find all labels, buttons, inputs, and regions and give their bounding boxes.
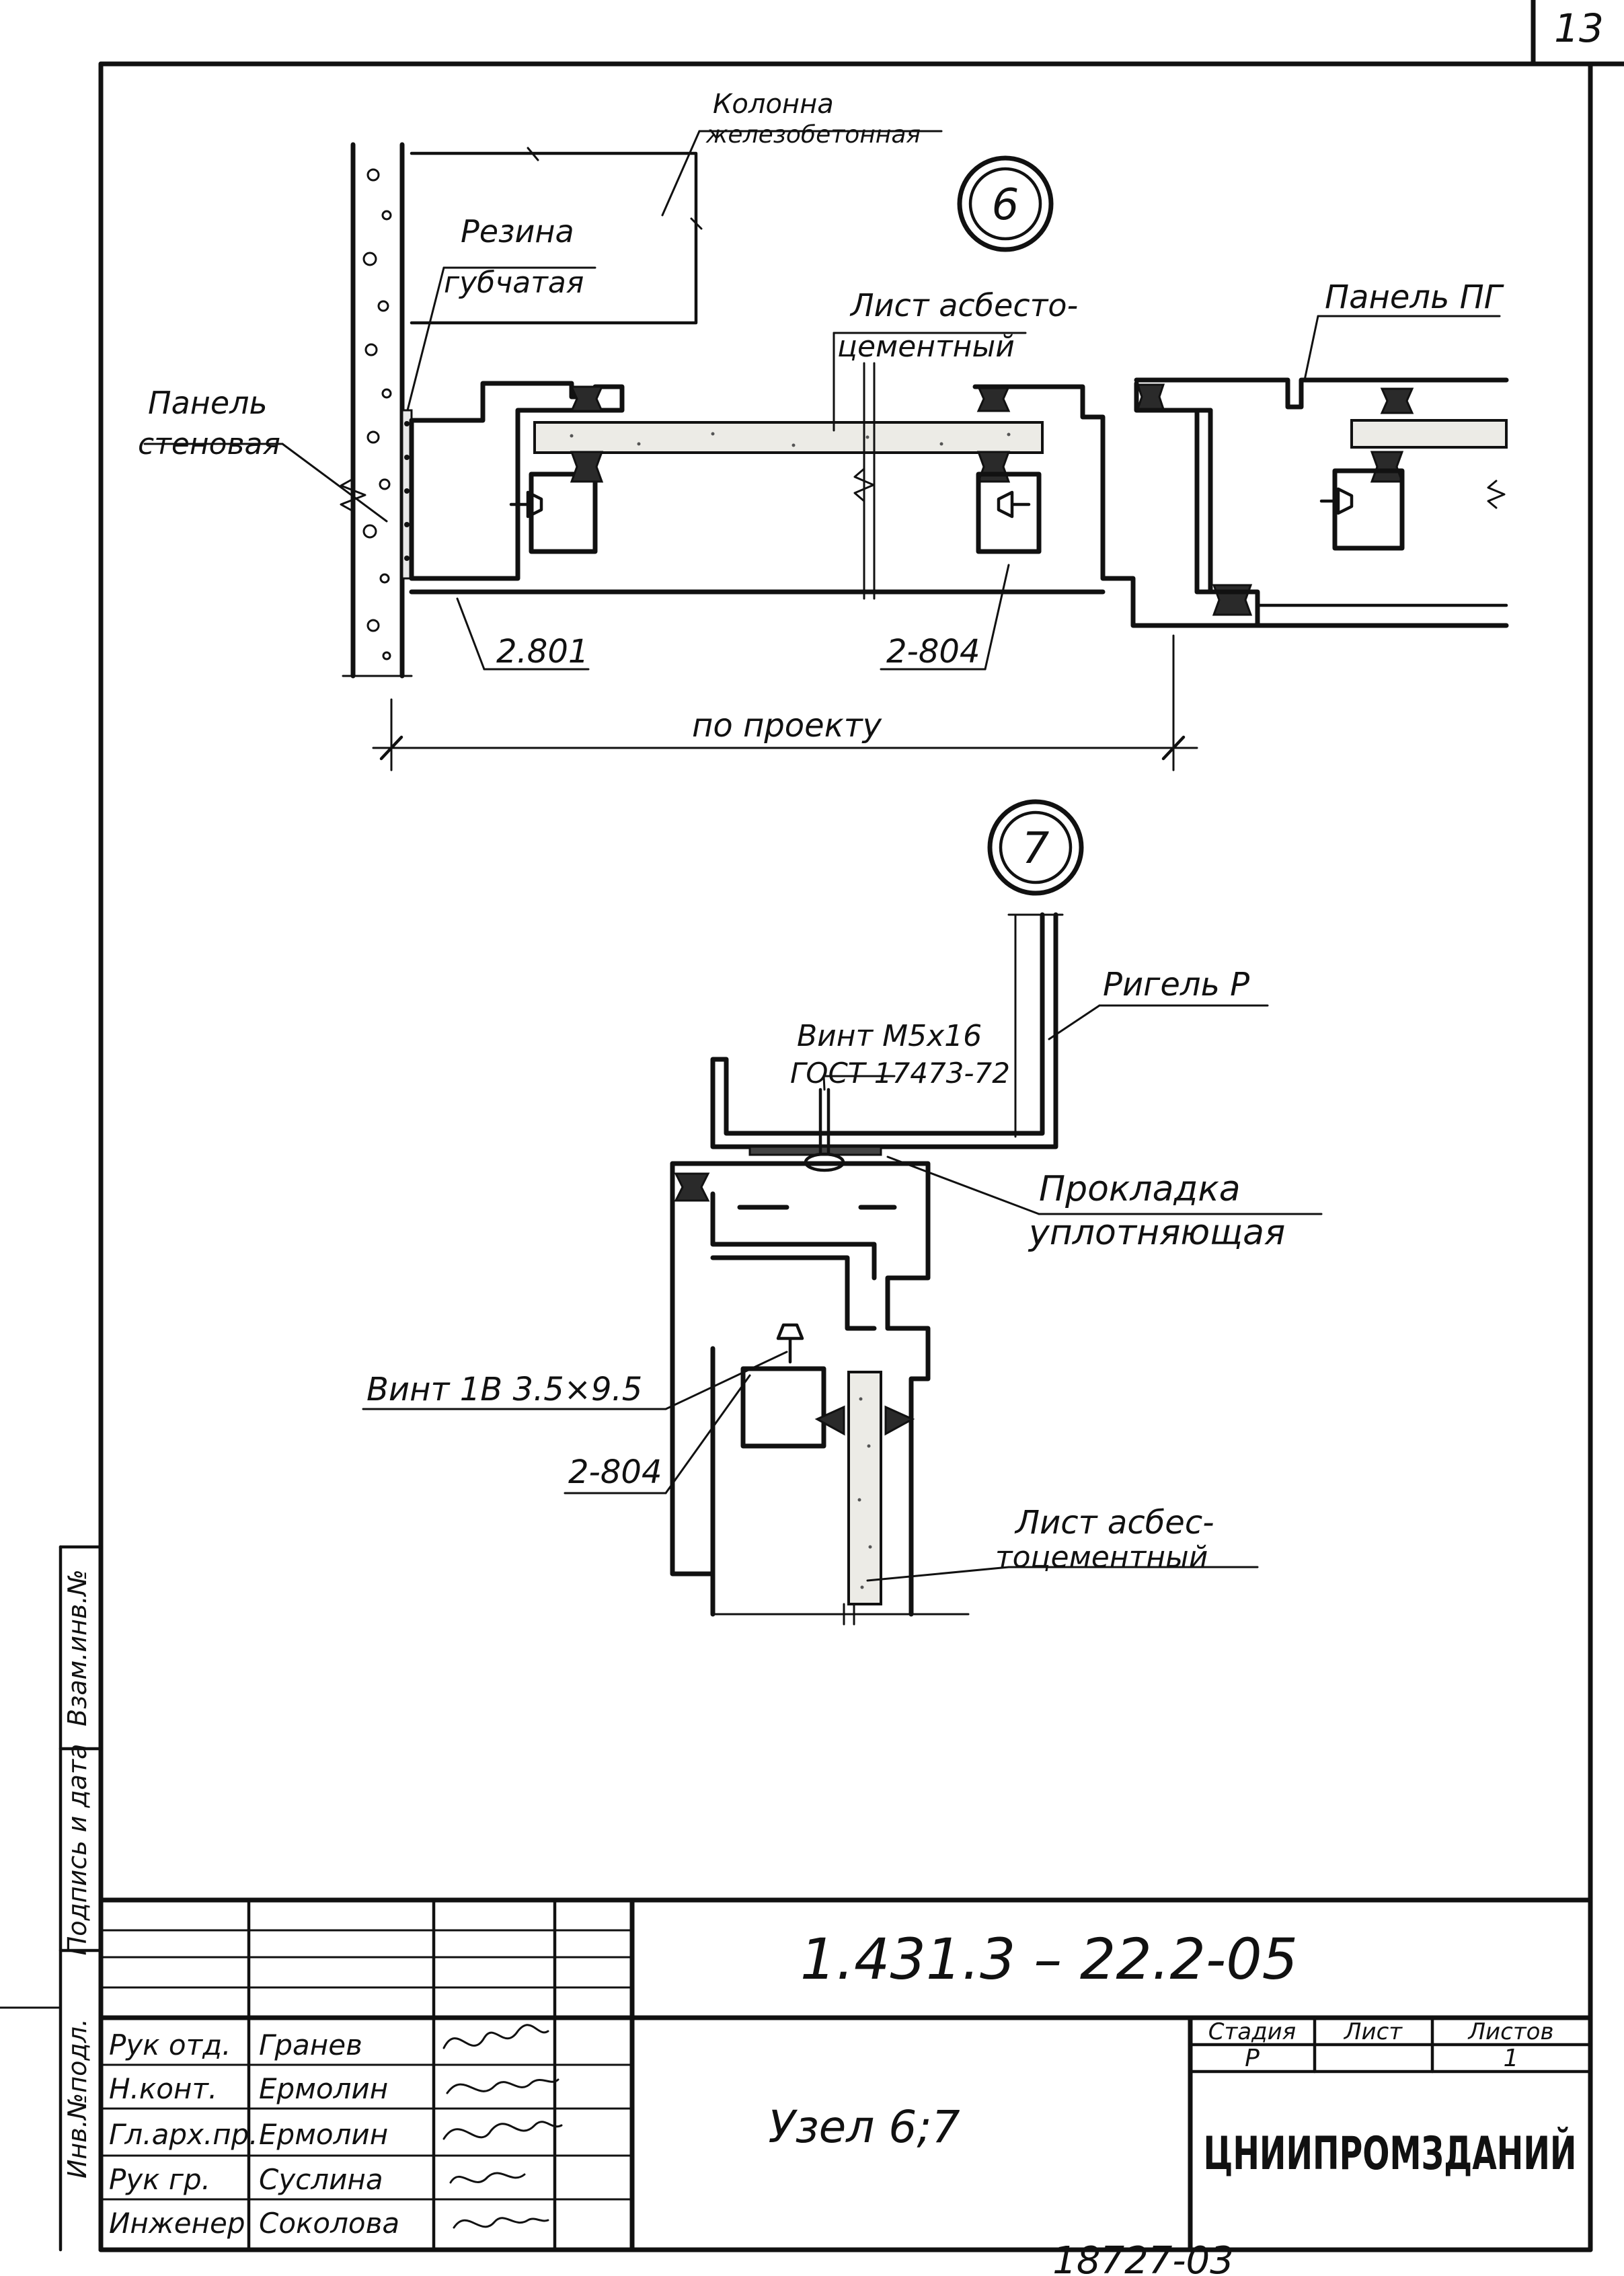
stage-header: Стадия xyxy=(1208,2018,1296,2045)
label-column-1: Колонна xyxy=(713,89,834,120)
label-gasket-2: уплотняющая xyxy=(1028,1213,1285,1253)
wall-panel xyxy=(340,142,413,679)
break-line-n6 xyxy=(853,362,876,600)
label-screw-3-5: Винт 1В 3.5×9.5 xyxy=(366,1371,642,1408)
profile-2804-n7 xyxy=(670,1161,931,1617)
node-6-leaders xyxy=(143,130,1501,671)
label-asbestos-sheet-n7-2: тоцементный xyxy=(995,1540,1208,1575)
label-wall-panel-1: Панель xyxy=(148,385,268,421)
break-line-n7 xyxy=(711,1603,970,1626)
label-profile-2801: 2.801 xyxy=(496,633,588,671)
person-role-5: Инженер xyxy=(109,2207,245,2240)
person-name-4: Суслина xyxy=(259,2163,383,2196)
svg-text:6: 6 xyxy=(992,180,1019,230)
person-name-2: Ермолин xyxy=(259,2072,388,2105)
screw-3-5 xyxy=(776,1323,804,1364)
organization: ЦНИИПРОМЗДАНИЙ xyxy=(1204,2127,1577,2180)
designation: 1.431.3 – 22.2-05 xyxy=(800,1926,1298,1992)
sheets-value: 1 xyxy=(1504,2045,1519,2072)
person-role-3: Гл.арх.пр. xyxy=(109,2118,258,2151)
label-asbestos-sheet-1: Лист асбесто- xyxy=(849,287,1078,324)
title-block-grid xyxy=(98,1897,1593,2252)
archive-number: 18727-03 xyxy=(1052,2239,1234,2276)
person-name-3: Ермолин xyxy=(259,2118,388,2151)
sheet-frame xyxy=(98,0,1624,2252)
node-6-callout: 6 xyxy=(957,155,1054,252)
label-rubber-1: Резина xyxy=(461,213,574,250)
label-profile-2804-n6: 2-804 xyxy=(886,633,980,671)
screws-n6 xyxy=(509,487,1354,519)
person-name-1: Гранев xyxy=(259,2028,362,2061)
page-number: 13 xyxy=(1554,5,1604,51)
label-asbestos-sheet-2: цементный xyxy=(837,330,1015,364)
label-screw-m5-1: Винт М5х16 xyxy=(797,1019,982,1053)
signatures xyxy=(442,2024,563,2229)
side-stamp-field-3: Взам.инв.№ xyxy=(63,1569,92,1727)
node-7-callout: 7 xyxy=(987,799,1084,896)
asbestos-sheet-n6 xyxy=(533,421,1044,454)
person-name-5: Соколова xyxy=(259,2207,399,2240)
sheet-header: Лист xyxy=(1343,2018,1403,2045)
label-rubber-2: губчатая xyxy=(444,266,584,300)
node-7-leaders xyxy=(362,1004,1323,1582)
person-role-2: Н.конт. xyxy=(109,2072,217,2105)
screw-m5 xyxy=(804,1088,845,1172)
label-gasket-1: Прокладка xyxy=(1039,1169,1241,1209)
label-girt: Ригель Р xyxy=(1103,966,1249,1003)
side-stamp-field-1: Инв.№подл. xyxy=(63,2018,92,2178)
label-column-2: железобетонная xyxy=(705,121,921,149)
label-panel-pg: Панель ПГ xyxy=(1325,278,1504,316)
drawing-title: Узел 6;7 xyxy=(768,2101,960,2153)
side-stamp-field-2: Подпись и дата xyxy=(63,1744,92,1956)
rc-column xyxy=(410,147,703,325)
girt-r xyxy=(710,912,1058,1149)
svg-text:7: 7 xyxy=(1022,824,1050,874)
gaskets-n6 xyxy=(570,383,1414,616)
asbestos-sheet-n7 xyxy=(847,1371,882,1605)
person-role-4: Рук гр. xyxy=(109,2163,210,2196)
label-asbestos-sheet-n7-1: Лист асбес- xyxy=(1014,1504,1214,1542)
stage-value: Р xyxy=(1245,2045,1260,2072)
side-stamp xyxy=(0,1545,103,2252)
label-dimension: по проекту xyxy=(692,707,882,745)
sheets-header: Листов xyxy=(1467,2018,1553,2045)
label-profile-2804-n7: 2-804 xyxy=(568,1453,662,1491)
dimension-n6 xyxy=(372,634,1198,771)
label-screw-m5-2: ГОСТ 17473-72 xyxy=(790,1057,1010,1090)
label-wall-panel-2: стеновая xyxy=(138,427,280,461)
person-role-1: Рук отд. xyxy=(109,2028,231,2061)
gaskets-n7 xyxy=(814,1405,915,1436)
